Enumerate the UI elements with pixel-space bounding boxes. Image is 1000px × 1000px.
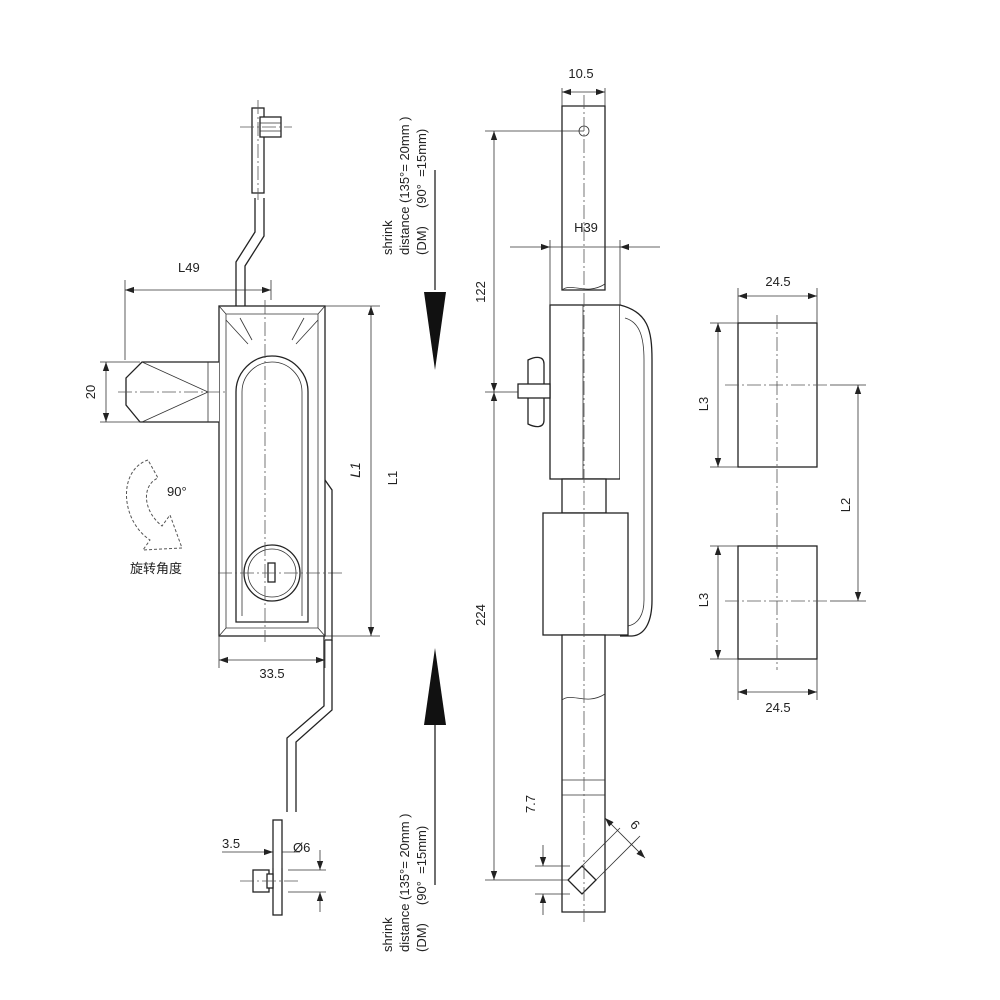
dim-20: 20 — [83, 385, 98, 399]
dim-h39: H39 — [574, 220, 598, 235]
dim-l3-bottom: L3 — [696, 593, 711, 607]
rotation-angle: 90° — [167, 484, 187, 499]
dim-24-5-bottom: 24.5 — [765, 700, 790, 715]
bottom-fixing-bolt — [240, 819, 300, 916]
shrink-arrow-down-icon — [424, 170, 446, 370]
shrink-top-line3: (DM) (90° =15mm) — [414, 129, 429, 255]
dim-l3-top: L3 — [696, 397, 711, 411]
dim-122: 122 — [473, 281, 488, 303]
shrink-bottom-line1: shrink — [380, 917, 395, 952]
gasket-edge — [324, 479, 333, 641]
shrink-top-line2: distance (135°= 20mm ) — [397, 116, 412, 255]
cutout-dimensions — [710, 288, 866, 700]
dim-6: 6 — [627, 817, 643, 833]
dim-l1: L1 — [385, 471, 400, 485]
side-view — [517, 95, 653, 922]
cutout-top — [737, 322, 818, 468]
dim-l1-italic: L1 — [347, 462, 363, 478]
cutout-bottom — [737, 545, 818, 660]
front-view-dimensions — [100, 280, 380, 912]
side-view-dimensions — [485, 88, 660, 915]
shrink-bottom-line3: (DM) (90° =15mm) — [414, 826, 429, 952]
thumb-screw — [517, 356, 551, 428]
dim-33-5: 33.5 — [259, 666, 284, 681]
rotation-caption: 旋转角度 — [130, 561, 182, 577]
shrink-bottom-line2: distance (135°= 20mm ) — [397, 813, 412, 952]
dim-7-7: 7.7 — [523, 795, 538, 813]
square-hole — [567, 865, 597, 895]
dim-3-5: 3.5 — [222, 836, 240, 851]
dim-24-5-top: 24.5 — [765, 274, 790, 289]
dim-224: 224 — [473, 604, 488, 626]
cutout-view — [725, 315, 830, 670]
lower-rod — [286, 636, 333, 812]
shrink-arrow-up-icon — [424, 648, 446, 885]
dim-10-5: 10.5 — [568, 66, 593, 81]
handle-housing — [218, 300, 345, 642]
latch-tongue — [118, 361, 228, 423]
front-view — [118, 100, 345, 916]
dim-phi6: Ø6 — [293, 840, 310, 855]
dim-l2: L2 — [838, 498, 853, 512]
shrink-top-line1: shrink — [380, 220, 395, 255]
dim-l49: L49 — [178, 260, 200, 275]
upper-rod — [235, 198, 265, 306]
top-fixing-bolt — [240, 100, 292, 200]
rotation-arrow-icon — [126, 459, 183, 551]
